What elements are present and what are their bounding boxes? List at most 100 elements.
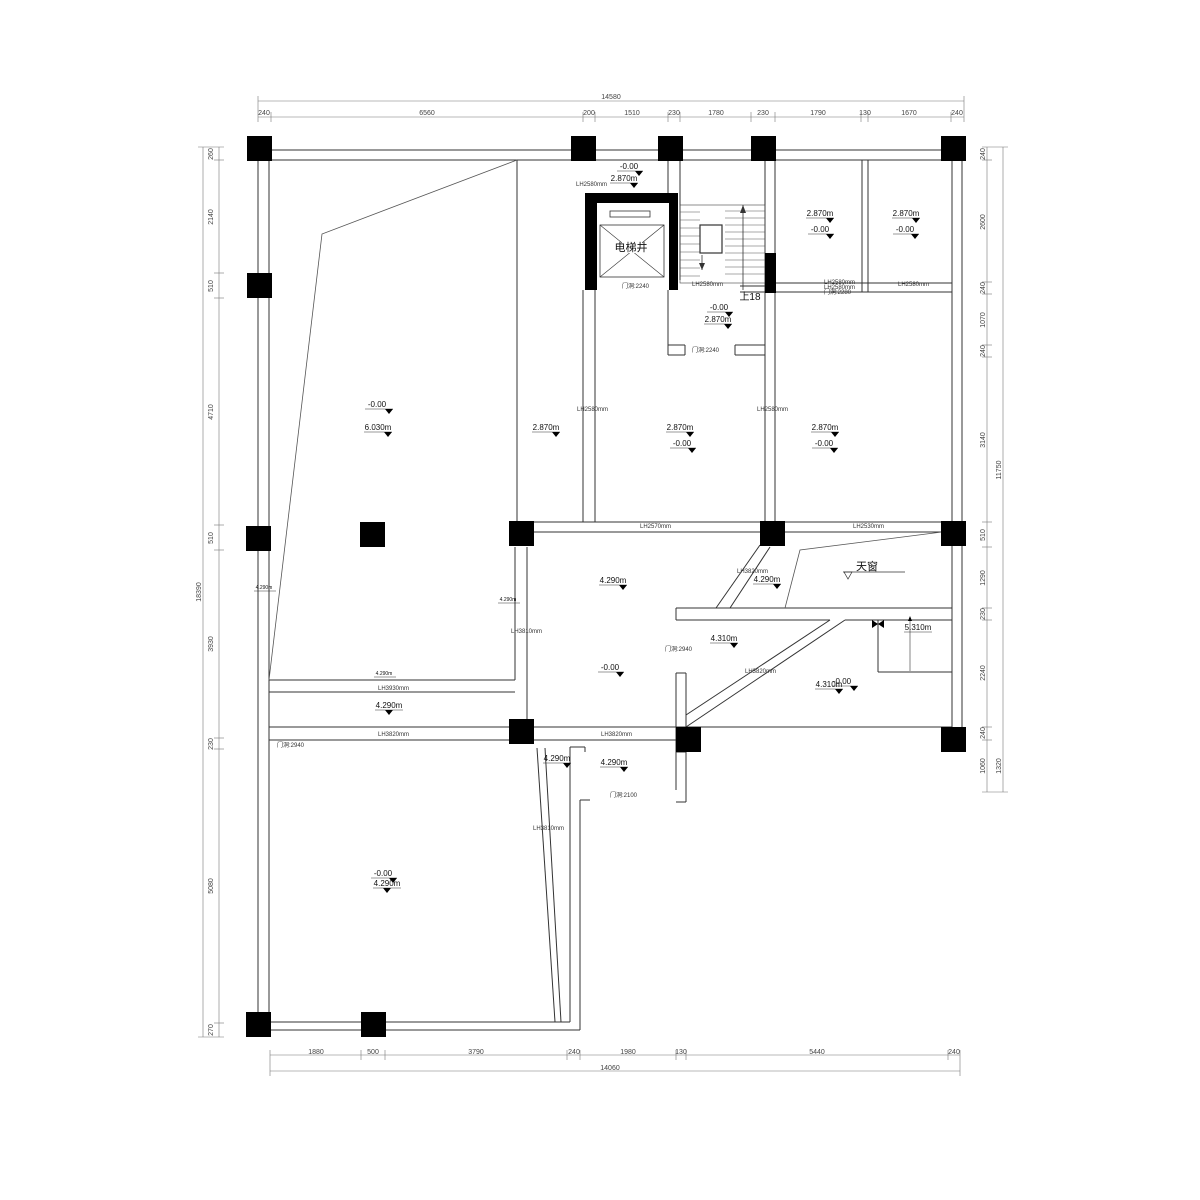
level-text: -0.00 bbox=[368, 400, 387, 409]
dim-right-seg: 1320 bbox=[996, 758, 1003, 774]
dim-top-seg: 240 bbox=[951, 110, 963, 117]
stair: 上18 bbox=[679, 204, 776, 303]
level-text: 2.870m bbox=[611, 174, 638, 183]
level-marker: 2.870m bbox=[704, 315, 732, 329]
level-text: 4.290m bbox=[600, 576, 627, 585]
dim-bottom-seg: 1980 bbox=[620, 1049, 636, 1056]
dim-top-seg: 230 bbox=[668, 110, 680, 117]
beam-label: LH3810mm bbox=[533, 826, 564, 832]
skylight-label: 天窗 bbox=[856, 559, 878, 573]
level-marker: 2.870m bbox=[610, 174, 638, 188]
level-text: 2.870m bbox=[893, 209, 920, 218]
level-text: -0.00 bbox=[815, 439, 834, 448]
dim-top-total: 14580 bbox=[601, 94, 621, 101]
beam-label: LH2580mm bbox=[577, 407, 608, 413]
stair-up-label: 上18 bbox=[739, 291, 761, 303]
level-marker: -0.00 bbox=[365, 400, 393, 414]
dim-bottom-seg: 3790 bbox=[468, 1049, 484, 1056]
dim-bottom-seg: 130 bbox=[675, 1049, 687, 1056]
dim-right-seg: 1060 bbox=[980, 758, 987, 774]
dim-left-seg: 260 bbox=[208, 148, 215, 160]
dim-top-seg: 1510 bbox=[624, 110, 640, 117]
level-text: -0.00 bbox=[811, 225, 830, 234]
level-text: 4.290m bbox=[754, 575, 781, 584]
dim-right-seg: 240 bbox=[980, 345, 987, 357]
door-label: 门洞:2240 bbox=[622, 282, 650, 290]
dim-left-seg: 270 bbox=[208, 1024, 215, 1036]
level-marker: 2.870m bbox=[806, 209, 834, 223]
walls bbox=[257, 149, 963, 1031]
beam-label: LH2580mm bbox=[898, 282, 929, 288]
beam-label: LH2580mm bbox=[576, 182, 607, 188]
beam-label: LH3820mm bbox=[601, 732, 632, 738]
skylight: 天窗 bbox=[843, 559, 905, 580]
beam-label: LH2580mm bbox=[824, 285, 855, 291]
level-text: 2.870m bbox=[667, 423, 694, 432]
elevator-shaft-label: 电梯井 bbox=[615, 240, 648, 254]
dim-right-seg: 2240 bbox=[980, 665, 987, 681]
dim-right-seg: 3140 bbox=[980, 432, 987, 448]
level-marker: 4.290m bbox=[254, 585, 276, 592]
dim-bottom-seg: 5440 bbox=[809, 1049, 825, 1056]
dim-top-seg: 200 bbox=[583, 110, 595, 117]
level-text: -0.00 bbox=[620, 162, 639, 171]
level-marker: -0.00 bbox=[812, 439, 838, 453]
dim-bottom-seg: 240 bbox=[568, 1049, 580, 1056]
level-text: 4.290m bbox=[544, 754, 571, 763]
level-text: 4.290m bbox=[500, 597, 517, 603]
level-markers: -0.00 2.870m 2.870m -0.00 2.870m -0.00 -… bbox=[254, 162, 932, 893]
level-marker: 2.870m bbox=[532, 423, 560, 437]
level-marker: 4.290m bbox=[753, 575, 781, 589]
level-marker: -0.00 bbox=[832, 677, 858, 691]
level-marker: 4.290m bbox=[599, 576, 627, 590]
beam-label: LH2580mm bbox=[824, 280, 855, 286]
level-marker: 4.290m bbox=[375, 701, 403, 715]
dim-right-seg: 2600 bbox=[980, 214, 987, 230]
dim-right-seg: 1070 bbox=[980, 312, 987, 328]
dim-top-seg: 130 bbox=[859, 110, 871, 117]
beam-label: LH3820mm bbox=[378, 732, 409, 738]
level-text: 4.290m bbox=[376, 701, 403, 710]
level-marker: 2.870m bbox=[811, 423, 839, 437]
beam-label: LH2530mm bbox=[853, 524, 884, 530]
beam-label: LH3930mm bbox=[378, 686, 409, 692]
dim-right-seg: 230 bbox=[980, 608, 987, 620]
door-label: 门洞:2100 bbox=[610, 791, 638, 799]
level-marker: 4.290m bbox=[498, 597, 520, 604]
dim-bottom-seg: 240 bbox=[948, 1049, 960, 1056]
dim-left-seg: 5080 bbox=[208, 878, 215, 894]
level-marker: -0.00 bbox=[893, 225, 919, 239]
level-text: 2.870m bbox=[812, 423, 839, 432]
level-text: -0.00 bbox=[374, 869, 393, 878]
dimension-lines bbox=[198, 96, 1008, 1076]
dim-left-seg: 230 bbox=[208, 738, 215, 750]
level-marker: 4.290m bbox=[374, 671, 396, 678]
level-text: -0.00 bbox=[833, 677, 852, 686]
dim-bottom-seg: 1880 bbox=[308, 1049, 324, 1056]
dim-right-seg: 240 bbox=[980, 282, 987, 294]
level-text: 5.310m bbox=[905, 623, 932, 632]
level-text: 4.290m bbox=[376, 671, 393, 677]
level-marker: 6.030m bbox=[364, 423, 392, 437]
dim-right-seg: 1290 bbox=[980, 570, 987, 586]
level-text: -0.00 bbox=[601, 663, 620, 672]
level-marker: 4.310m bbox=[815, 680, 843, 694]
door-label: 门洞:2280 bbox=[824, 288, 852, 296]
level-marker: -0.00 bbox=[617, 162, 643, 176]
columns bbox=[246, 136, 966, 1037]
dim-left-seg: 4710 bbox=[208, 404, 215, 420]
level-marker: -0.00 bbox=[707, 303, 733, 317]
dim-left-seg: 2140 bbox=[208, 209, 215, 225]
level-text: 2.870m bbox=[705, 315, 732, 324]
dim-bottom-total: 14060 bbox=[600, 1065, 620, 1072]
level-marker: -0.00 bbox=[371, 869, 397, 883]
level-marker: 4.290m bbox=[543, 754, 571, 768]
dim-bottom-seg: 500 bbox=[367, 1049, 379, 1056]
beam-label: LH3820mm bbox=[745, 669, 776, 675]
beam-label: LH2580mm bbox=[692, 282, 723, 288]
level-text: 2.870m bbox=[807, 209, 834, 218]
dim-top-seg: 1670 bbox=[901, 110, 917, 117]
level-marker: -0.00 bbox=[670, 439, 696, 453]
dim-left-total: 18390 bbox=[196, 582, 203, 602]
level-marker: 4.290m bbox=[373, 879, 401, 893]
